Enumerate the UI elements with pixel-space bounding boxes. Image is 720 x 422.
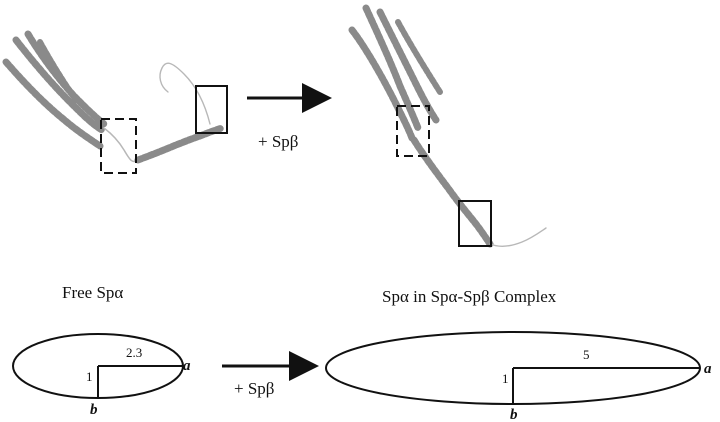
free-extended-helix — [134, 124, 226, 164]
free-helix-1 — [2, 58, 104, 150]
complex-spalpha-structure — [348, 4, 547, 248]
complex-helix-3 — [376, 8, 440, 124]
free-b-label: b — [90, 402, 98, 418]
free-linker — [103, 127, 139, 163]
complex-helix-2 — [362, 4, 422, 132]
free-helix-bundle — [2, 30, 226, 164]
free-panel-label: Free Spα — [62, 283, 123, 302]
complex-ellipse-diagram: 5 1 a b — [325, 331, 712, 422]
complex-a-value: 5 — [583, 347, 590, 362]
free-spalpha-structure — [2, 30, 228, 174]
complex-helix-1 — [348, 26, 416, 142]
complex-panel-label: Spα in Spα-Spβ Complex — [382, 287, 557, 306]
complex-dashed-box — [396, 105, 430, 157]
free-ellipse-diagram: 2.3 1 a b — [12, 333, 191, 418]
free-a-value: 2.3 — [126, 345, 142, 360]
free-helix-4 — [37, 39, 79, 103]
complex-helix-4 — [395, 19, 443, 95]
free-dashed-box — [100, 118, 137, 174]
free-a-label: a — [183, 358, 191, 374]
top-arrow-label: + Spβ — [258, 132, 298, 151]
complex-a-label: a — [704, 361, 712, 377]
bottom-arrow-label: + Spβ — [234, 379, 274, 398]
complex-b-label: b — [510, 407, 518, 422]
complex-b-value: 1 — [502, 371, 509, 386]
complex-tail — [489, 227, 547, 247]
complex-solid-box — [458, 200, 492, 247]
free-solid-box — [195, 85, 228, 134]
free-helix-2 — [12, 36, 106, 134]
complex-extended-helix — [410, 136, 494, 248]
free-tail — [159, 62, 211, 125]
free-b-value: 1 — [86, 369, 93, 384]
free-helix-3 — [24, 30, 108, 128]
complex-helix-bundle — [348, 4, 547, 248]
